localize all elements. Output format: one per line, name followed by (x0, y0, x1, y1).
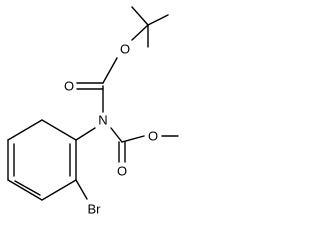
ring-bond-3 (7, 179, 43, 201)
ring-inner-double-3 (14, 180, 41, 196)
atom-label-oxygen-carbonyl-methyl: O (117, 164, 127, 179)
atom-label-nitrogen: N (98, 113, 107, 128)
boc-carbonyl-group (76, 57, 118, 113)
benzene-ring (7, 119, 77, 201)
molecule-structure: O O N O O Br (7, 6, 179, 217)
bond-ring-to-bromine (75, 179, 88, 200)
ring-bond-2 (41, 179, 77, 201)
ring-bond-6 (41, 119, 77, 141)
bond-tbu-methyl-left (131, 6, 149, 26)
atom-label-oxygen-carbonyl-boc: O (64, 79, 74, 94)
methyl-carbamate-group (110, 127, 179, 163)
bond-tbu-to-oxygen (131, 24, 149, 41)
atom-label-oxygen-ester-tbu: O (120, 42, 130, 57)
ring-bond-5 (7, 119, 43, 141)
atom-label-oxygen-ester-methyl: O (148, 129, 158, 144)
bond-tbu-methyl-right (147, 14, 169, 26)
bond-carbonyl-to-ester-oxygen (121, 135, 145, 143)
bond-n-to-ring (75, 127, 96, 141)
bond-n-to-carbonyl-right (110, 127, 123, 143)
tert-butyl-group (131, 6, 169, 48)
atom-label-bromine: Br (88, 202, 102, 217)
bond-oxygen-to-carbonyl (102, 57, 118, 84)
